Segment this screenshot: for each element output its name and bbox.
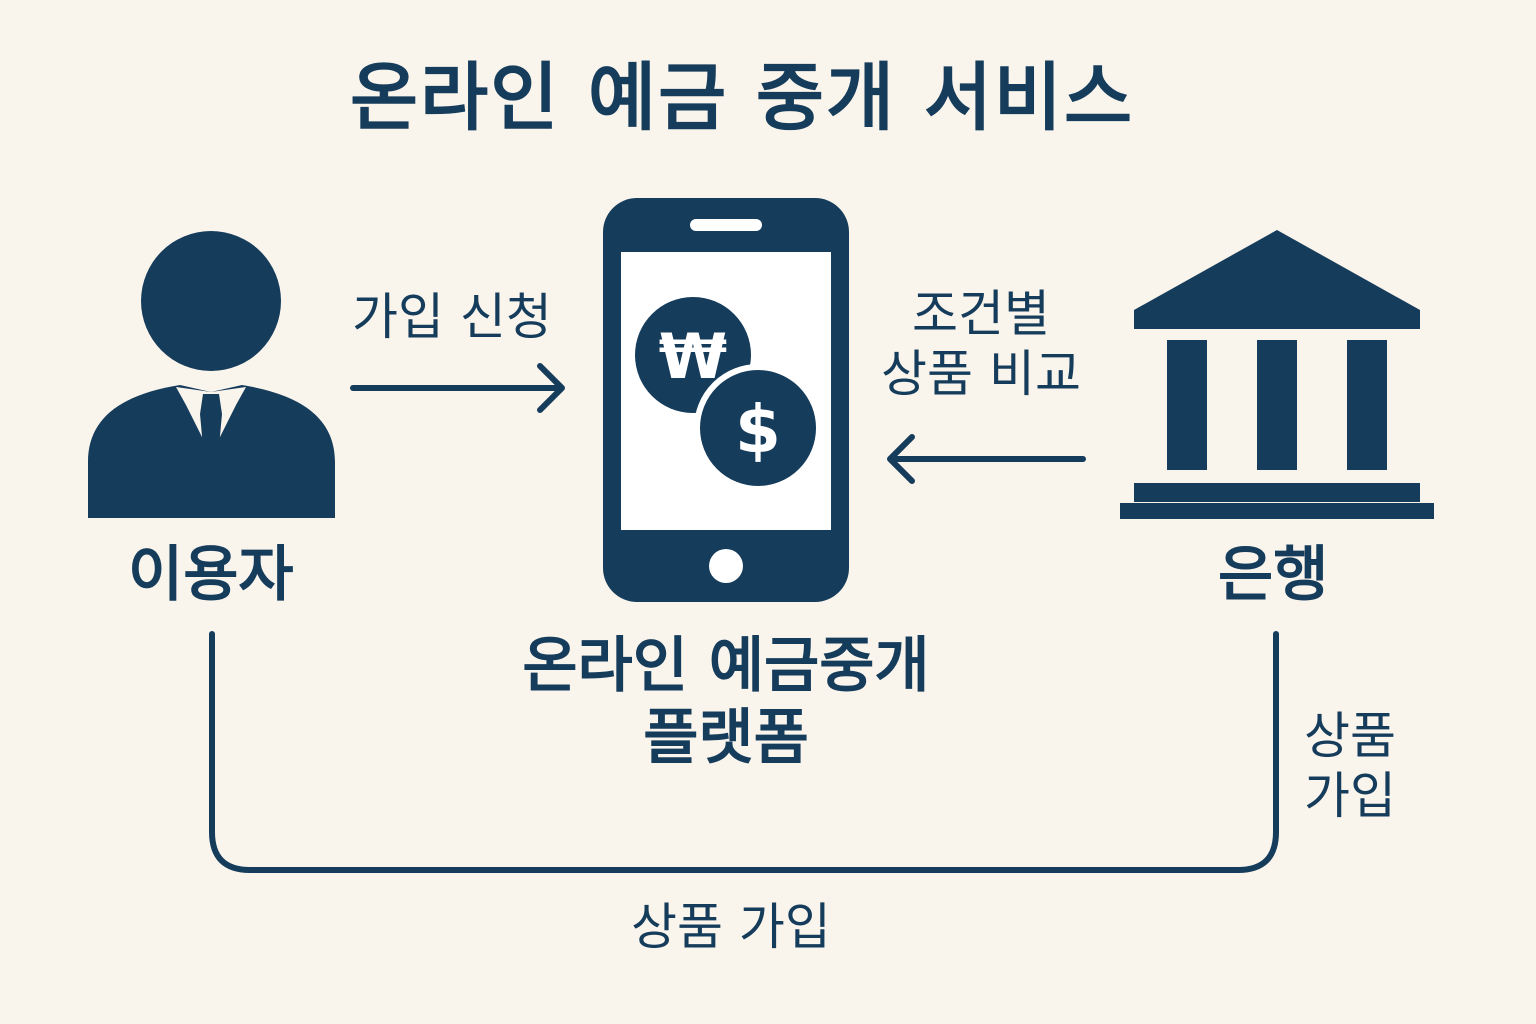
compare-edge-label-line1: 조건별	[912, 285, 1050, 343]
platform-label-line1: 온라인 예금중개	[522, 631, 930, 701]
dollar-coin-icon: $	[694, 364, 822, 492]
bottom-connector-line	[209, 631, 1279, 873]
bank-icon	[1120, 230, 1434, 519]
bank-side-edge-label-line1: 상품	[1304, 707, 1396, 765]
user-label: 이용자	[128, 540, 294, 610]
compare-edge-label-line2: 상품 비교	[881, 345, 1081, 403]
arrow-right-icon	[350, 363, 565, 413]
arrow-left-icon	[887, 434, 1086, 484]
person-icon	[88, 231, 335, 518]
diagram-title: 온라인 예금 중개 서비스	[350, 55, 1135, 141]
platform-label: 온라인 예금중개 플랫폼	[476, 630, 976, 774]
dollar-symbol: $	[735, 391, 781, 468]
bank-side-edge-label: 상품 가입	[1300, 706, 1400, 826]
compare-edge-label: 조건별 상품 비교	[876, 284, 1086, 404]
platform-label-line2: 플랫폼	[643, 703, 809, 773]
bottom-edge-label: 상품 가입	[631, 898, 831, 956]
apply-edge-label: 가입 신청	[352, 288, 552, 346]
bank-label: 은행	[1218, 540, 1329, 610]
bank-side-edge-label-line2: 가입	[1304, 767, 1396, 825]
